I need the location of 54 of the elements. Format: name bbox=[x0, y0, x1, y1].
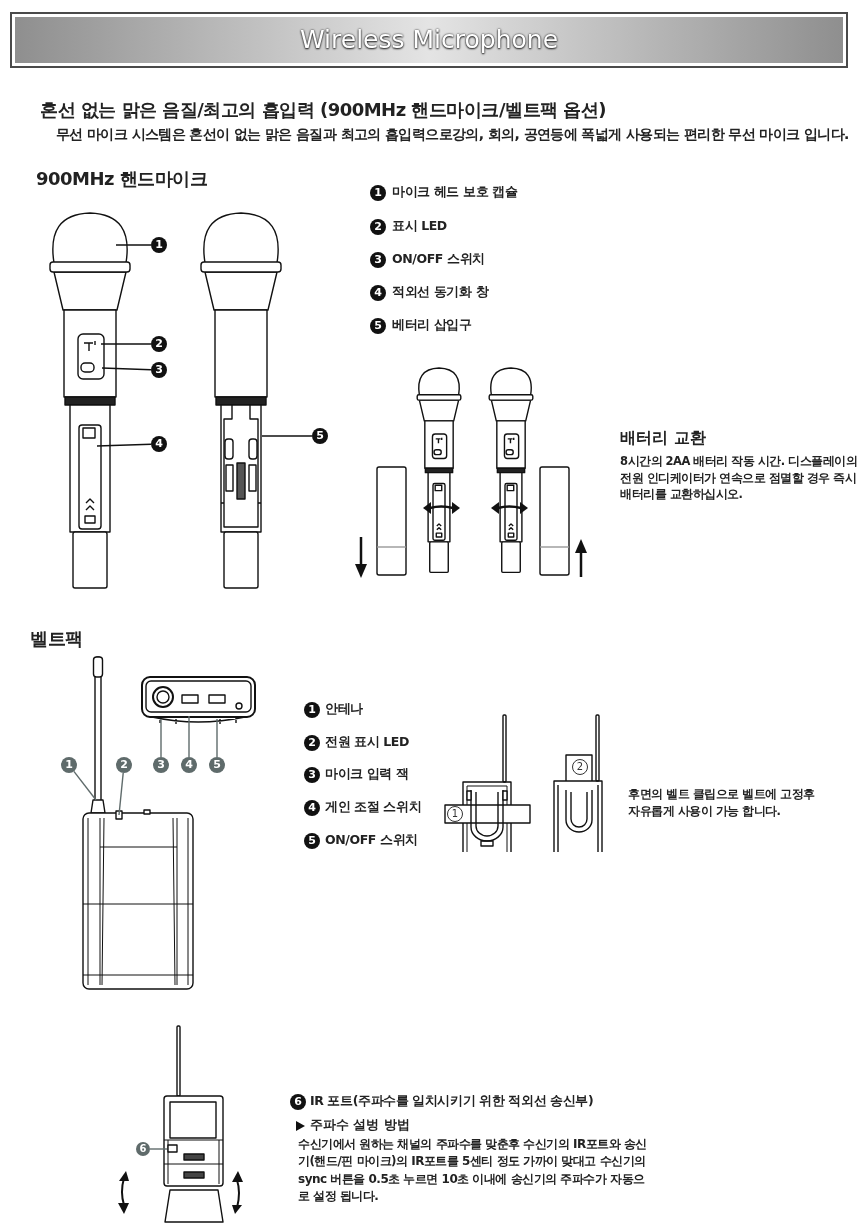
callout-number: 2 bbox=[572, 759, 588, 775]
callout-number: 4 bbox=[181, 757, 197, 773]
leader-line bbox=[118, 772, 124, 816]
part-name: 안테나 bbox=[325, 701, 363, 718]
part-name: ON/OFF 스위치 bbox=[325, 832, 418, 849]
callout-number: 3 bbox=[153, 757, 169, 773]
section-title: 900MHz 핸드마이크 bbox=[36, 167, 208, 191]
list-number: 5 bbox=[370, 318, 386, 334]
description: 8시간의 2AA 배터리 작동 시간. 디스플레이의 전원 인디케이터가 연속으로 점멸할 경우 즉시 배터리를 교환하십시오. bbox=[620, 453, 859, 503]
leader-line bbox=[261, 435, 313, 437]
list-number: 2 bbox=[370, 219, 386, 235]
callout-number: 5 bbox=[312, 428, 328, 444]
part-name: 베터리 삽입구 bbox=[392, 317, 472, 334]
list-number: 4 bbox=[370, 285, 386, 301]
leader-line bbox=[160, 718, 162, 758]
headline: 혼선 없는 맑은 음질/최고의 흡입력 (900MHz 핸드마이크/벨트팩 옵션) bbox=[40, 98, 606, 122]
leader-line bbox=[96, 443, 152, 447]
list-number: 6 bbox=[290, 1094, 306, 1110]
part-name: 적외선 동기화 창 bbox=[392, 284, 489, 301]
list-number: 5 bbox=[304, 833, 320, 849]
leader-line bbox=[73, 770, 97, 801]
callout-number: 2 bbox=[116, 757, 132, 773]
callout-number: 2 bbox=[151, 336, 167, 352]
part-name: IR 포트(주파수를 일치시키기 위한 적외선 송신부) bbox=[310, 1093, 594, 1110]
part-name: 표시 LED bbox=[392, 218, 447, 235]
callout-number: 1 bbox=[61, 757, 77, 773]
leader-line bbox=[188, 715, 190, 758]
callout-number: 3 bbox=[151, 362, 167, 378]
callout-number: 6 bbox=[136, 1142, 150, 1156]
leader-line bbox=[149, 1148, 168, 1150]
leader-line bbox=[216, 718, 218, 758]
part-name: 마이크 헤드 보호 캡슐 bbox=[392, 184, 518, 201]
section-title: 벨트팩 bbox=[30, 627, 83, 651]
part-name: 게인 조절 스위치 bbox=[325, 799, 422, 816]
list-number: 2 bbox=[304, 735, 320, 751]
callout-number: 1 bbox=[151, 237, 167, 253]
leader-line bbox=[100, 343, 152, 345]
part-name: 마이크 입력 잭 bbox=[325, 766, 409, 783]
list-number: 4 bbox=[304, 800, 320, 816]
instructions: 수신기에서 원하는 채널의 주파수를 맞춘후 수신기의 IR포트와 송신기(핸드/핀 마이크)의 IR포트를 5센티 정도 가까이 맞대고 수신기의 sync 버튼을 0.5초 누르면 10초 이내에 송신기의 주파수가 자동으로 설정 됩니다. bbox=[298, 1136, 648, 1206]
intro-text: 무선 마이크 시스템은 혼선이 없는 맑은 음질과 최고의 흡입력으로강의, 회의, 공연등에 폭넓게 사용되는 편리한 무선 마이크 입니다. bbox=[56, 125, 849, 144]
callout-number: 5 bbox=[209, 757, 225, 773]
callout-number: 4 bbox=[151, 436, 167, 452]
subheading: 배터리 교환 bbox=[620, 428, 706, 449]
list-number: 1 bbox=[370, 185, 386, 201]
leader-line bbox=[101, 367, 152, 371]
list-number: 3 bbox=[304, 767, 320, 783]
description: 후면의 벨트 클립으로 벨트에 고정후 자유롭게 사용이 가능 합니다. bbox=[628, 786, 816, 820]
part-name: ON/OFF 스위치 bbox=[392, 251, 485, 268]
part-name: 전원 표시 LED bbox=[325, 734, 409, 751]
list-number: 1 bbox=[304, 702, 320, 718]
list-number: 3 bbox=[370, 252, 386, 268]
subheading: 주파수 설벙 방법 bbox=[310, 1117, 410, 1134]
leader-line bbox=[115, 244, 152, 246]
